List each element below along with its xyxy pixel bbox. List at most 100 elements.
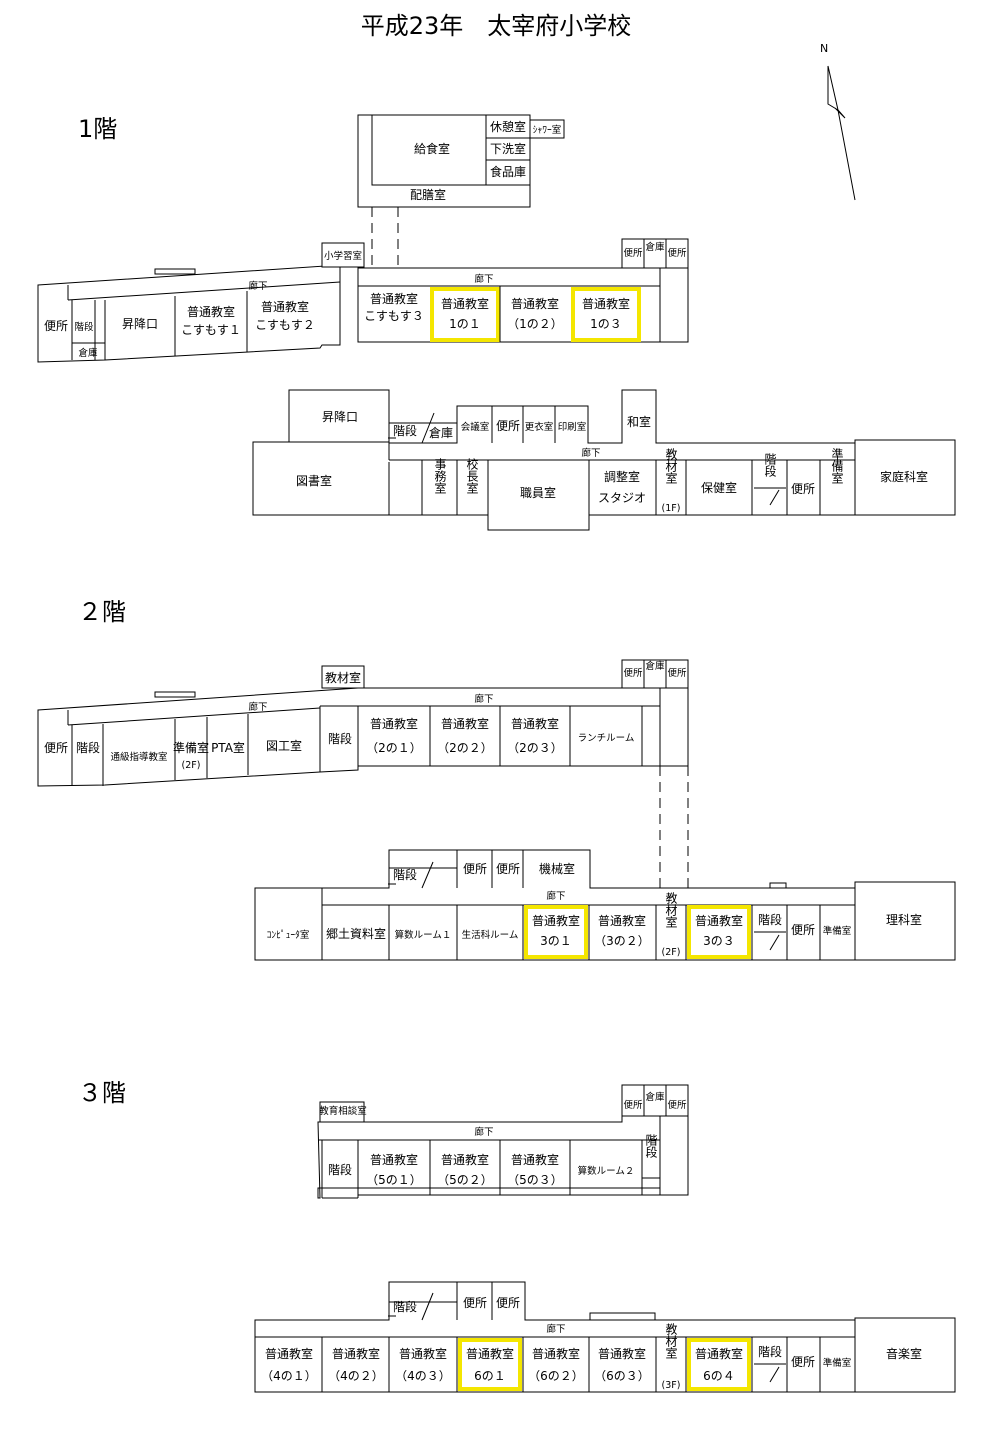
c12-label: 普通教室 bbox=[511, 296, 559, 311]
c43-sub: （4の３） bbox=[395, 1369, 451, 1383]
pta-label: PTA室 bbox=[211, 740, 245, 755]
c11-label: 普通教室 bbox=[441, 296, 489, 311]
c41-label: 普通教室 bbox=[265, 1346, 313, 1361]
kaidan-label: 階段 bbox=[393, 867, 417, 882]
zukou-label: 図工室 bbox=[266, 738, 302, 753]
c33-sub: 3の３ bbox=[703, 934, 735, 948]
soudan-label: 教育相談室 bbox=[319, 1105, 367, 1117]
c22-sub: （2の２） bbox=[437, 741, 493, 755]
f2-north-block: 教材室 廊下 廊下 便所 階段 通級指導教室 準備室 (2F) PTA室 図工室… bbox=[37, 659, 689, 888]
benjo-label: 便所 bbox=[623, 667, 643, 679]
c51-label: 普通教室 bbox=[370, 1152, 418, 1167]
c31-sub: 3の１ bbox=[540, 934, 572, 948]
stair-slash bbox=[769, 489, 780, 506]
sansu2-label: 算数ルーム２ bbox=[578, 1165, 635, 1177]
classroom-3-3-highlight bbox=[687, 905, 751, 959]
insatsu-label: 印刷室 bbox=[558, 421, 587, 433]
kasen-label: 下洗室 bbox=[490, 141, 526, 156]
benjo-label: 便所 bbox=[463, 1296, 487, 1310]
c42-sub: （4の２） bbox=[328, 1369, 384, 1383]
seikatsu-label: 生活科ルーム bbox=[462, 929, 519, 941]
kikai-label: 機械室 bbox=[539, 861, 575, 876]
souko-label: 倉庫 bbox=[645, 1091, 665, 1103]
souko-label: 倉庫 bbox=[645, 660, 665, 672]
soudan-room bbox=[319, 1101, 365, 1123]
kaidan-label: 階段 bbox=[328, 731, 352, 746]
page-title: 平成23年 太宰府小学校 bbox=[361, 12, 632, 40]
jimu-label: 事務室 bbox=[433, 458, 447, 494]
f1-west-outline bbox=[37, 264, 341, 363]
c51-sub: （5の１） bbox=[366, 1173, 422, 1187]
f2-north-outline bbox=[37, 659, 689, 787]
c53-sub: （5の３） bbox=[507, 1173, 563, 1187]
c21-label: 普通教室 bbox=[370, 716, 418, 731]
kosumosu1-label: 普通教室 bbox=[187, 304, 235, 319]
vent bbox=[589, 1312, 656, 1321]
kyukei-label: 休憩室 bbox=[490, 119, 526, 134]
benjo-label: 便所 bbox=[496, 419, 520, 433]
kaidan-label: 階段 bbox=[644, 1133, 658, 1159]
kaigi-label: 会議室 bbox=[461, 421, 490, 433]
c13-sub: 1の３ bbox=[590, 317, 622, 331]
kosumosu3-label: 普通教室 bbox=[370, 291, 418, 306]
c33-label: 普通教室 bbox=[695, 913, 743, 928]
kaidan-label: 階段 bbox=[758, 912, 782, 927]
c32-sub: （3の２） bbox=[594, 934, 650, 948]
c64-label: 普通教室 bbox=[695, 1346, 743, 1361]
corridor-label: 廊下 bbox=[474, 273, 493, 285]
c13-label: 普通教室 bbox=[582, 296, 630, 311]
c11-sub: 1の１ bbox=[449, 317, 481, 331]
kyushoku-label: 給食室 bbox=[414, 141, 450, 156]
f3-south-block: 階段 便所 便所 廊下 普通教室 （4の１） 普通教室 （4の２） 普通教室 （… bbox=[254, 1281, 956, 1393]
kyozai-sub: (2F) bbox=[662, 947, 681, 958]
kitchen-side-rooms bbox=[485, 114, 531, 186]
junbi-label: 準備室 bbox=[823, 925, 852, 937]
c61-label: 普通教室 bbox=[466, 1346, 514, 1361]
c22-label: 普通教室 bbox=[441, 716, 489, 731]
benjo-label: 便所 bbox=[623, 1099, 643, 1111]
benjo-label: 便所 bbox=[496, 1296, 520, 1310]
shower-room bbox=[529, 119, 565, 139]
souko-label: 倉庫 bbox=[78, 347, 98, 359]
benjo-label: 便所 bbox=[791, 482, 815, 496]
classroom-6-4-highlight bbox=[687, 1338, 751, 1391]
classroom-6-1-highlight bbox=[458, 1338, 522, 1391]
c42-label: 普通教室 bbox=[332, 1346, 380, 1361]
kyozai-label: 教材室 bbox=[664, 891, 678, 928]
vent bbox=[154, 691, 196, 698]
kyozai-sub: (3F) bbox=[662, 1380, 681, 1391]
kaidan-label: 階段 bbox=[76, 740, 100, 755]
kosumosu2-label: 普通教室 bbox=[261, 299, 309, 314]
c23-label: 普通教室 bbox=[511, 716, 559, 731]
c61-sub: 6の１ bbox=[474, 1369, 506, 1383]
wall bbox=[253, 462, 390, 516]
junbi-label: 準備室 bbox=[823, 1357, 852, 1369]
c62-label: 普通教室 bbox=[532, 1346, 580, 1361]
kaidan-label: 階段 bbox=[393, 423, 417, 438]
shower-label: ｼｬﾜｰ室 bbox=[533, 124, 562, 136]
corridor-label: 廊下 bbox=[248, 280, 267, 292]
kaidan-label: 階段 bbox=[393, 1299, 417, 1314]
kyozai-label: 教材室 bbox=[664, 1322, 678, 1359]
kyodo-label: 郷土資料室 bbox=[326, 926, 386, 941]
souko-label: 倉庫 bbox=[429, 425, 453, 440]
c32-label: 普通教室 bbox=[598, 913, 646, 928]
benjo-label: 便所 bbox=[791, 923, 815, 937]
benjo-label: 便所 bbox=[623, 247, 643, 259]
kosumosu2-sub: こすもす２ bbox=[255, 318, 315, 332]
benjo-label: 便所 bbox=[667, 1099, 687, 1111]
c64-sub: 6の４ bbox=[703, 1369, 735, 1383]
stair-slash bbox=[769, 1366, 780, 1383]
kyozai-sub: (1F) bbox=[662, 503, 681, 514]
kyozai-room bbox=[321, 665, 365, 689]
kyozai-label: 教材室 bbox=[325, 670, 361, 685]
c53-label: 普通教室 bbox=[511, 1152, 559, 1167]
junbi-label: 準備室 bbox=[830, 447, 844, 484]
benjo-label: 便所 bbox=[496, 862, 520, 876]
souko-label: 倉庫 bbox=[645, 241, 665, 253]
benjo-label: 便所 bbox=[463, 862, 487, 876]
corridor-label: 廊下 bbox=[546, 1323, 565, 1335]
c63-sub: （6の３） bbox=[594, 1369, 650, 1383]
f2-south-block: 階段 便所 便所 機械室 廊下 ｺﾝﾋﾟｭｰﾀ室 郷土資料室 算数ルーム１ 生活… bbox=[254, 849, 956, 961]
